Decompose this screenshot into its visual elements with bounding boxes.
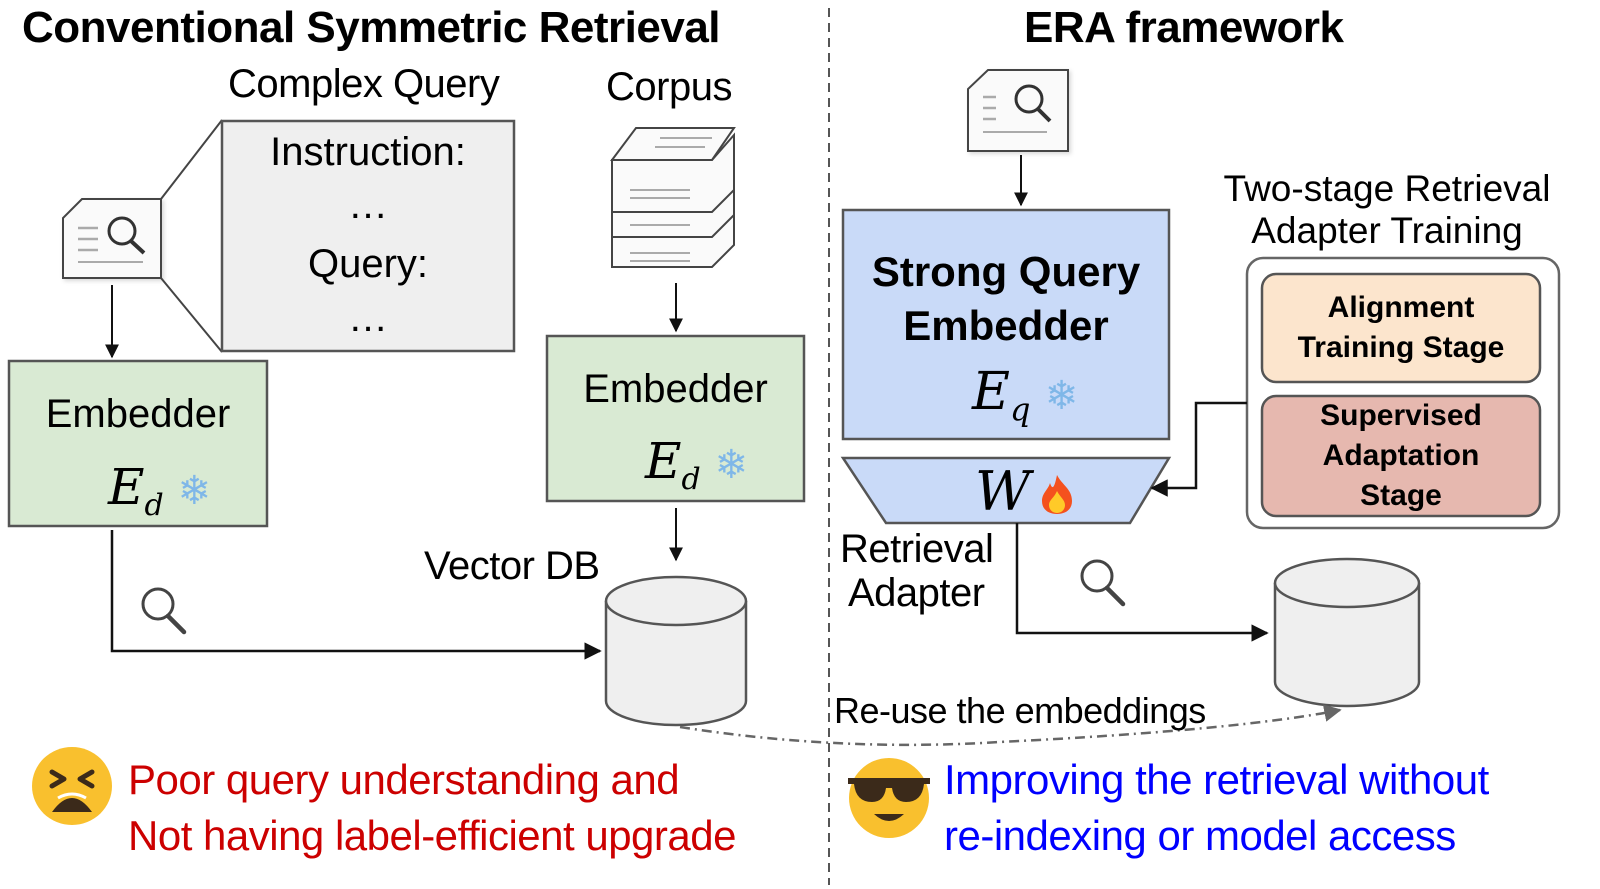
adapter-symbol: W xyxy=(975,460,1031,523)
zoom-line-bottom xyxy=(160,277,223,353)
reuse-embeddings-label: Re-use the embeddings xyxy=(834,690,1206,731)
retrieval-adapter-trapezoid xyxy=(840,456,1172,525)
left-outcome-line1: Poor query understanding and xyxy=(128,756,680,803)
sunglasses-face-emoji xyxy=(846,756,932,838)
right-outcome-line1: Improving the retrieval without xyxy=(944,756,1489,803)
query-embedder-label: Embedder xyxy=(45,392,231,436)
corpus-stack-icon xyxy=(610,127,736,268)
left-panel-title: Conventional Symmetric Retrieval xyxy=(22,3,721,52)
alignment-stage-box xyxy=(1260,272,1542,384)
search-icon xyxy=(141,587,187,635)
supervised-stage-label: Supervised Adaptation Stage xyxy=(1320,399,1482,512)
complex-query-ellipsis-2: … xyxy=(348,296,388,340)
complex-query-ellipsis-1: … xyxy=(348,183,388,227)
strong-query-embedder-symbol: Eq ❄ xyxy=(972,362,1079,429)
corpus-label: Corpus xyxy=(606,65,732,109)
complex-query-query: Query: xyxy=(307,242,429,286)
snowflake-icon: ❄ xyxy=(177,468,212,514)
strong-query-embedder-label: Strong Query Embedder xyxy=(871,248,1141,349)
complex-query-box xyxy=(220,119,516,353)
fire-icon xyxy=(1040,473,1074,515)
zoom-line-top xyxy=(160,119,223,200)
right-outcome-line2: re-indexing or model access xyxy=(944,812,1456,859)
search-icon-right xyxy=(1080,559,1126,607)
complex-query-instruction: Instruction: xyxy=(270,130,466,174)
complex-query-label: Complex Query xyxy=(228,62,500,106)
doc-embedder-box xyxy=(545,334,806,503)
training-to-adapter-arrow xyxy=(1150,401,1247,497)
tired-face-emoji xyxy=(30,746,114,826)
query-document-icon xyxy=(62,198,162,279)
strong-query-embedder-box xyxy=(841,208,1171,441)
query-document-icon-right xyxy=(967,69,1069,152)
adapter-search-path-arrow xyxy=(1015,523,1269,642)
query-embedder-box xyxy=(7,359,269,528)
doc-embedder-symbol: Ed ❄ xyxy=(645,432,749,497)
vector-db-cylinder-right xyxy=(1273,557,1421,708)
reuse-embeddings-arrow xyxy=(679,704,1342,747)
left-outcome-line2: Not having label-efficient upgrade xyxy=(128,812,736,859)
doc-embedder-label: Embedder xyxy=(583,367,768,411)
two-stage-training-label: Two-stage Retrieval Adapter Training xyxy=(1223,168,1551,251)
snowflake-icon: ❄ xyxy=(1044,373,1079,419)
query-embedder-symbol: Ed ❄ xyxy=(108,458,212,523)
retrieval-adapter-label: Retrieval Adapter xyxy=(840,527,994,615)
right-panel-title: ERA framework xyxy=(1024,3,1344,52)
vector-db-label: Vector DB xyxy=(424,544,600,588)
alignment-stage-label: Alignment Training Stage xyxy=(1297,291,1505,364)
right-outcome-text: Improving the retrieval without re-index… xyxy=(944,752,1489,864)
supervised-stage-box xyxy=(1260,394,1542,518)
search-path-arrow xyxy=(110,530,602,660)
vector-db-cylinder xyxy=(604,575,748,727)
left-outcome-text: Poor query understanding and Not having … xyxy=(128,752,736,864)
snowflake-icon: ❄ xyxy=(714,442,749,488)
